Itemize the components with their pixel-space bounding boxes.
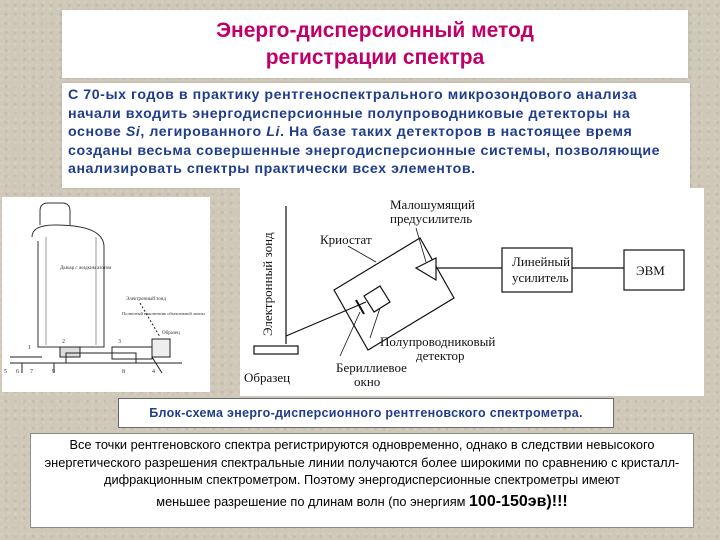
window-label-2: окно [354,374,380,389]
num-5: 5 [4,369,7,375]
leader-window [339,311,361,357]
page-title-line2: регистрации спектра [265,46,485,69]
leader-detector [369,307,381,339]
num-7: 7 [30,369,33,375]
computer-label: ЭВМ [636,263,665,278]
num-8: 8 [122,369,125,375]
preamp-label-1: Малошумящий [390,197,475,212]
num-1: 1 [28,345,31,351]
leader-cryostat [347,245,377,263]
detector-label-1: Полупроводниковый [380,334,495,349]
block-diagram-svg: Электронный зонд Малошумящий предусилите… [244,197,685,389]
detector-square [363,285,391,313]
cryostat-box [333,237,455,351]
num-3: 3 [118,339,121,345]
num-4: 4 [152,369,155,375]
bottom-main-text: Все точки рентгеновского спектра регистр… [44,437,680,487]
computer-box [623,249,685,291]
preamp-label-2: предусилитель [390,211,472,226]
preamp-triangle [414,257,437,282]
intro-panel: С 70-ых годов в практику рентгеноспектра… [62,83,690,188]
intro-part3: . На базе таких детекторов в настоящее в… [68,124,661,178]
title-panel: Энерго-дисперсионный метод регистрации с… [62,10,688,78]
polepiece-label: Полюсный наконечник объективной линзы [122,311,205,316]
cryostat-label: Криостат [320,232,372,247]
intro-part2: , легированного [140,124,267,141]
bottom-suffix: )!!! [546,492,568,510]
intro-li: Li [266,124,280,141]
linear-amp-box [501,247,573,293]
xray-path [285,301,367,337]
energy-range-highlight: 100-150эв [469,492,547,510]
num-9: 9 [52,369,55,375]
linear-amp-label-1: Линейный [512,254,570,269]
intro-paragraph: С 70-ых годов в практику рентгеноспектра… [68,86,684,179]
figure-caption: Блок-схема энерго-дисперсионного рентген… [118,398,614,428]
sample-label: Образец [244,370,290,385]
electron-probe-label: Электронный зонд [260,232,275,336]
intro-si: Si [125,124,141,141]
num-6: 6 [16,369,19,375]
apparatus-svg: Дьюар с жидким азотом Электронный зонд П… [4,202,205,375]
num-2: 2 [62,339,65,345]
bottom-paragraph: Все точки рентгеновского спектра регистр… [31,436,693,510]
beam-label: Электронный зонд [126,297,166,302]
beryllium-window [355,299,365,315]
sample-label-small: Образец [162,331,180,336]
bottom-last-prefix: меньшее разрешение по длинам волн (по эн… [156,493,470,509]
apparatus-drawing: Дьюар с жидким азотом Электронный зонд П… [2,197,210,392]
caption-text: Блок-схема энерго-дисперсионного рентген… [149,406,583,420]
dewar-cylinder [31,202,105,348]
window-label-1: Бериллиевое [336,360,407,375]
detector-label-2: детектор [416,348,465,363]
dewar-label: Дьюар с жидким азотом [60,266,112,271]
leader-preamp [415,227,427,263]
sample-plate [253,345,299,355]
block-diagram: Электронный зонд Малошумящий предусилите… [240,188,704,396]
bottom-panel: Все точки рентгеновского спектра регистр… [30,433,694,528]
intro-part1: С 70-ых годов в практику рентгеноспектра… [68,87,638,141]
page-title-line1: Энерго-дисперсионный метод [216,19,534,42]
linear-amp-label-2: усилитель [512,270,569,285]
base-assembly [10,302,182,374]
bottom-last-line: меньшее разрешение по длинам волн (по эн… [31,493,693,511]
